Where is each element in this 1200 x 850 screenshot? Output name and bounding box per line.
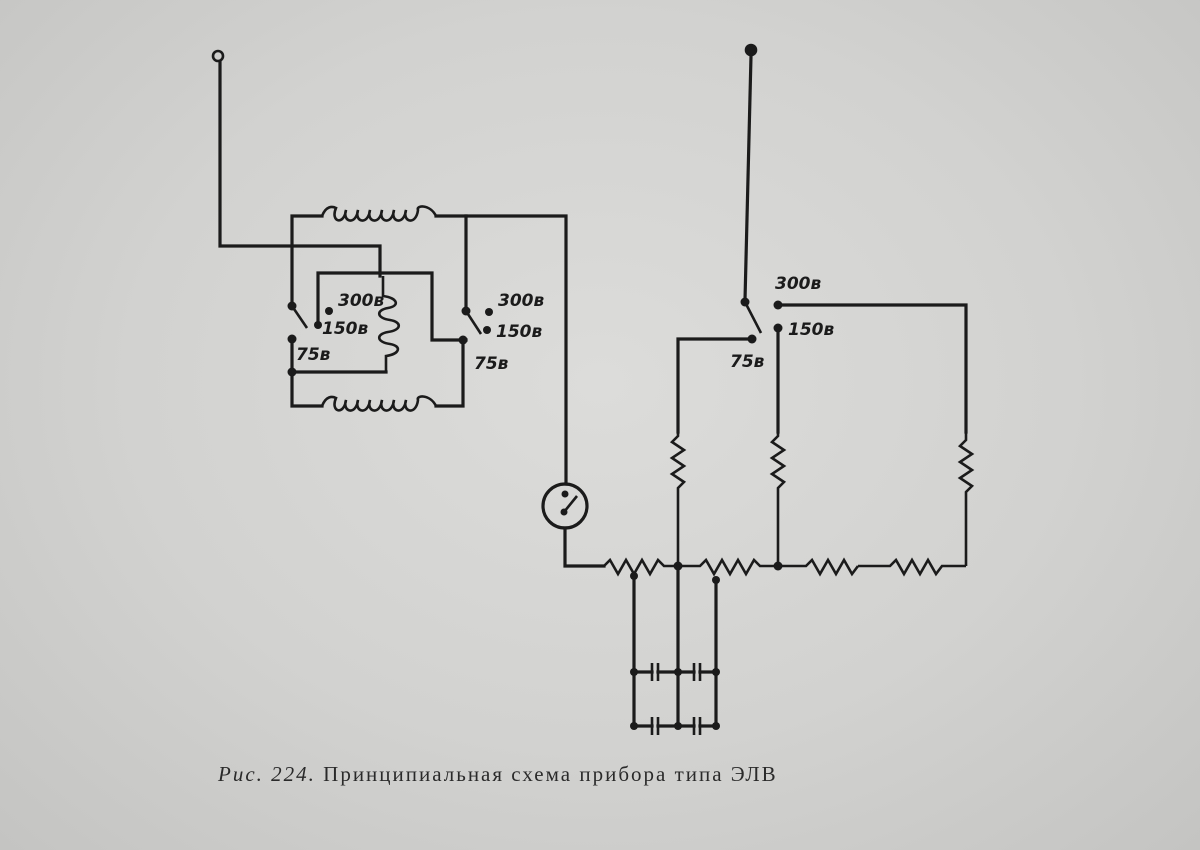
figure-label: Рис. 224. bbox=[218, 762, 316, 786]
left-switch: 300в 150в 75в bbox=[287, 291, 384, 408]
inner-inductor-coil bbox=[290, 276, 401, 374]
wire-75v-branch bbox=[676, 337, 754, 434]
right-switch: 300в 150в 75в bbox=[730, 274, 834, 372]
middle-switch: 300в 150в 75в bbox=[458, 291, 544, 374]
resistor-150v bbox=[769, 432, 787, 566]
capacitor-network bbox=[630, 564, 720, 735]
lower-inductor-coil bbox=[320, 338, 465, 412]
right-switch-150v-label: 150в bbox=[788, 320, 834, 340]
figure-caption: Рис. 224. Принципиальная схема прибора т… bbox=[218, 762, 778, 787]
right-switch-300v-label: 300в bbox=[775, 274, 821, 294]
right-terminal bbox=[743, 43, 758, 302]
potentiometer-left bbox=[603, 557, 678, 577]
middle-switch-150v-label: 150в bbox=[496, 322, 542, 342]
right-switch-75v-label: 75в bbox=[730, 352, 765, 372]
left-terminal bbox=[211, 49, 382, 278]
middle-switch-75v-label: 75в bbox=[474, 354, 509, 374]
caption-text: Принципиальная схема прибора типа ЭЛВ bbox=[323, 762, 778, 786]
indicator-lamp bbox=[541, 482, 606, 568]
middle-switch-300v-label: 300в bbox=[498, 291, 544, 311]
wire-loop-inner bbox=[316, 271, 468, 342]
upper-inductor-coil bbox=[290, 205, 568, 486]
resistor-series-2 bbox=[858, 557, 966, 577]
left-switch-300v-label: 300в bbox=[338, 291, 384, 311]
wire-300v-branch bbox=[776, 303, 968, 434]
left-switch-75v-label: 75в bbox=[296, 345, 331, 365]
potentiometer-right bbox=[678, 557, 778, 577]
resistor-300v bbox=[957, 432, 975, 566]
left-switch-150v-label: 150в bbox=[322, 319, 368, 339]
resistor-series-1 bbox=[778, 557, 860, 577]
resistor-75v bbox=[669, 432, 687, 566]
